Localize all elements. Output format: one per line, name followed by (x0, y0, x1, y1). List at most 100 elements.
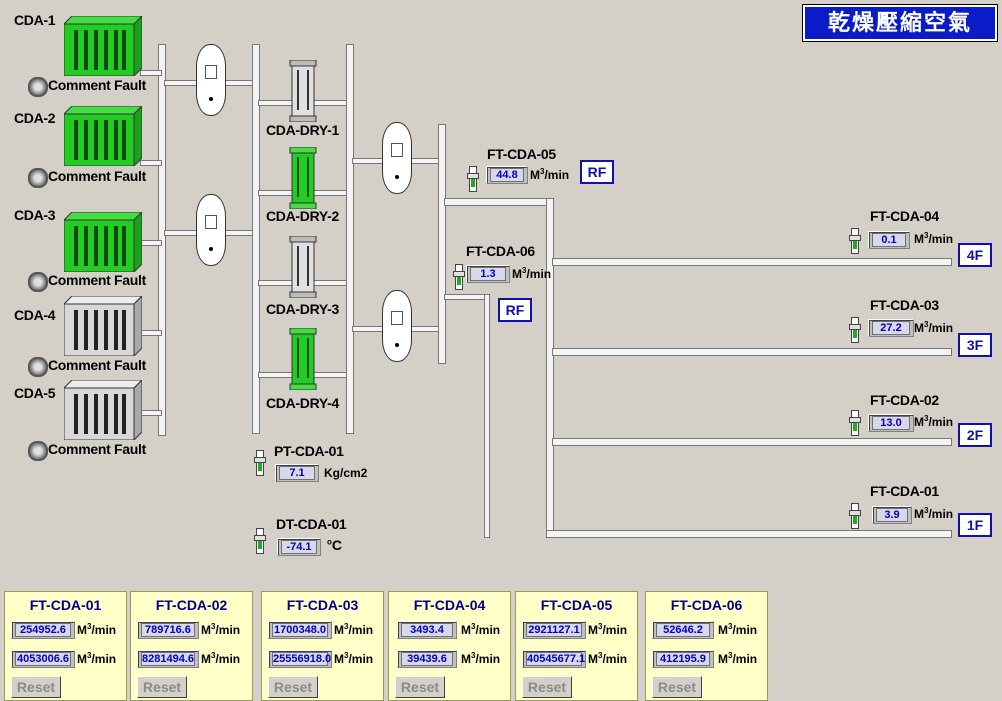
flow-unit: M3/min (334, 651, 374, 666)
transmitter-icon (849, 410, 861, 436)
flow-unit: M3/min (588, 622, 628, 637)
compressor-unit-icon (64, 106, 142, 166)
compressor-unit-icon (64, 16, 142, 76)
transmitter-icon (849, 317, 861, 343)
reset-button[interactable]: Reset (268, 676, 318, 698)
transmitter-icon (467, 166, 479, 192)
reset-button[interactable]: Reset (137, 676, 187, 698)
flow-unit: M3/min (530, 167, 570, 182)
totalizer-panel-ft-cda-01: FT-CDA-01 254952.6 M3/min 4053006.6 M3/m… (4, 591, 127, 701)
dryer-label: CDA-DRY-3 (266, 301, 340, 317)
fault-label: Comment Fault (48, 272, 146, 288)
fault-indicator-icon (28, 272, 48, 292)
panel-title: FT-CDA-01 (29, 597, 102, 613)
receiver-tank-1[interactable] (196, 44, 226, 116)
flow-unit: M3/min (334, 622, 374, 637)
compressor-unit-icon (64, 296, 142, 356)
flow-value: 44.8 (486, 166, 528, 184)
dryer-label: CDA-DRY-4 (266, 395, 340, 411)
totalizer-panel-ft-cda-02: FT-CDA-02 789716.6 M3/min 8281494.6 M3/m… (130, 591, 253, 701)
compressor-label: CDA-1 (14, 12, 56, 28)
sensor-label: FT-CDA-04 (870, 208, 939, 224)
flow-unit: M3/min (512, 266, 552, 281)
panel-title: FT-CDA-05 (540, 597, 613, 613)
totalizer-panel-ft-cda-03: FT-CDA-03 1700348.0 M3/min 25556918.0 M3… (261, 591, 384, 701)
compressor-label: CDA-4 (14, 307, 56, 323)
flow-value: 13.0 (868, 414, 914, 432)
dryer-label: CDA-DRY-1 (266, 122, 340, 138)
panel-title: FT-CDA-02 (155, 597, 228, 613)
sensor-label: FT-CDA-06 (466, 243, 535, 259)
total-value-1: 1700348.0 (268, 621, 332, 639)
fault-label: Comment Fault (48, 168, 146, 184)
dewpoint-value: -74.1 (277, 538, 321, 556)
dryer-vessel-icon (289, 236, 317, 298)
fault-indicator-icon (28, 357, 48, 377)
floor-button-3f[interactable]: 3F (958, 333, 992, 357)
sensor-label: FT-CDA-02 (870, 392, 939, 408)
totalizer-panel-ft-cda-06: FT-CDA-06 52646.2 M3/min 412195.9 M3/min… (645, 591, 768, 701)
flow-unit: M3/min (588, 651, 628, 666)
fault-indicator-icon (28, 441, 48, 461)
receiver-tank-2[interactable] (196, 194, 226, 266)
reset-button[interactable]: Reset (395, 676, 445, 698)
total-value-2: 40545677.1 (522, 650, 586, 668)
transmitter-icon (453, 264, 465, 290)
sensor-label: FT-CDA-03 (870, 297, 939, 313)
transmitter-icon (254, 528, 266, 554)
reset-button[interactable]: Reset (522, 676, 572, 698)
panel-title: FT-CDA-06 (670, 597, 743, 613)
compressor-label: CDA-5 (14, 385, 56, 401)
flow-unit: M3/min (914, 320, 954, 335)
pressure-value: 7.1 (275, 464, 319, 482)
fault-label: Comment Fault (48, 77, 146, 93)
flow-unit: M3/min (77, 651, 117, 666)
transmitter-icon (254, 450, 266, 476)
fault-label: Comment Fault (48, 441, 146, 457)
flow-unit: M3/min (77, 622, 117, 637)
dryer-vessel-icon (289, 147, 317, 209)
total-value-2: 8281494.6 (137, 650, 199, 668)
flow-unit: M3/min (461, 651, 501, 666)
flow-value: 1.3 (466, 265, 510, 283)
reset-button[interactable]: Reset (11, 676, 61, 698)
floor-button-1f[interactable]: 1F (958, 513, 992, 537)
flow-unit: M3/min (914, 506, 954, 521)
total-value-2: 25556918.0 (268, 650, 332, 668)
compressor-label: CDA-3 (14, 207, 56, 223)
panel-title: FT-CDA-03 (286, 597, 359, 613)
dryer-vessel-icon (289, 328, 317, 390)
flow-value: 3.9 (872, 506, 912, 524)
totalizer-panel-ft-cda-04: FT-CDA-04 3493.4 M3/min 39439.6 M3/min R… (388, 591, 511, 701)
floor-button-4f[interactable]: 4F (958, 243, 992, 267)
rf-button[interactable]: RF (580, 160, 614, 184)
flow-unit: M3/min (914, 414, 954, 429)
sensor-label: DT-CDA-01 (276, 516, 347, 532)
rf-button[interactable]: RF (498, 298, 532, 322)
reset-button[interactable]: Reset (652, 676, 702, 698)
sensor-label: PT-CDA-01 (274, 443, 344, 459)
fault-indicator-icon (28, 77, 48, 97)
flow-unit: M3/min (718, 651, 758, 666)
panel-title: FT-CDA-04 (413, 597, 486, 613)
receiver-tank-4[interactable] (382, 290, 412, 362)
floor-button-2f[interactable]: 2F (958, 423, 992, 447)
flow-unit: M3/min (201, 622, 241, 637)
sensor-label: FT-CDA-05 (487, 146, 556, 162)
total-value-2: 4053006.6 (11, 650, 75, 668)
dryer-vessel-icon (289, 60, 317, 122)
total-value-2: 412195.9 (652, 650, 714, 668)
receiver-tank-3[interactable] (382, 122, 412, 194)
fault-label: Comment Fault (48, 357, 146, 373)
compressor-unit-icon (64, 212, 142, 272)
flow-unit: M3/min (201, 651, 241, 666)
transmitter-icon (849, 503, 861, 529)
compressor-label: CDA-2 (14, 110, 56, 126)
total-value-1: 254952.6 (11, 621, 75, 639)
total-value-2: 39439.6 (397, 650, 457, 668)
total-value-1: 789716.6 (137, 621, 199, 639)
flow-value: 0.1 (868, 231, 910, 249)
page-title: 乾燥壓縮空氣 (802, 4, 998, 42)
fault-indicator-icon (28, 168, 48, 188)
flow-unit: M3/min (461, 622, 501, 637)
